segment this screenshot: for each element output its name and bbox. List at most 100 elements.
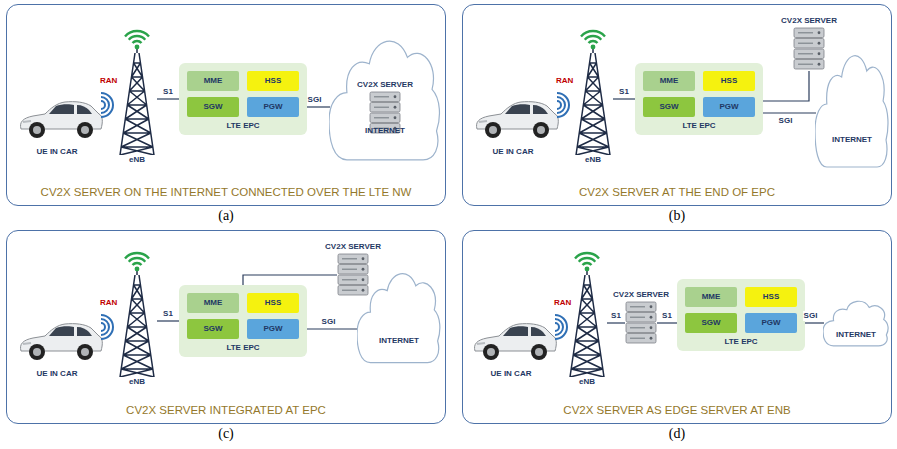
tower-illustration bbox=[117, 245, 157, 377]
epc-function-box: MME bbox=[685, 287, 737, 307]
node-label: INTERNET bbox=[329, 126, 441, 136]
vehicle-ue: UE IN CAR bbox=[471, 89, 571, 157]
link-line bbox=[157, 98, 179, 99]
scenario-panel: UE IN CAReNBMMEHSSSGWPGWLTE EPCCV2X SERV… bbox=[6, 4, 446, 206]
scenario-panel: UE IN CAReNB MME HSS SGW PGW LTE EPC INTERNET C… bbox=[6, 230, 446, 424]
node-label: INTERNET bbox=[815, 135, 889, 145]
panel-letter: (c) bbox=[6, 426, 446, 442]
node-label: SGW bbox=[203, 102, 222, 112]
node-label: HSS bbox=[265, 298, 281, 308]
node-label: CV2X SERVER bbox=[613, 290, 669, 300]
panel-letter: (b) bbox=[462, 208, 892, 224]
tower-illustration bbox=[573, 23, 613, 155]
epc-function-box: PGW bbox=[745, 313, 797, 333]
node-label: UE IN CAR bbox=[469, 369, 553, 379]
vehicle-ue: UE IN CAR bbox=[469, 311, 569, 379]
vehicle-ue: UE IN CAR bbox=[15, 311, 115, 379]
interface-label: S1 bbox=[661, 311, 673, 321]
node-label: CV2X SERVER bbox=[357, 80, 413, 90]
enb-tower: eNB bbox=[117, 23, 157, 165]
cloud-outline bbox=[815, 35, 889, 185]
node-label: SGW bbox=[659, 102, 678, 112]
epc-function-box: PGW bbox=[703, 97, 755, 117]
link-line bbox=[157, 320, 179, 321]
interface-label: S1 bbox=[618, 87, 630, 97]
interface-label: SGI bbox=[803, 311, 819, 321]
node-label: INTERNET bbox=[357, 336, 441, 346]
node-label: LTE EPC bbox=[635, 121, 763, 131]
node-label: HSS bbox=[763, 292, 779, 302]
cloud-outline bbox=[357, 257, 441, 377]
panel-caption: CV2X SERVER ON THE INTERNET CONNECTED OV… bbox=[7, 186, 445, 199]
panel-caption: CV2X SERVER AS EDGE SERVER AT ENB bbox=[463, 404, 891, 417]
epc-function-box: PGW bbox=[247, 319, 299, 339]
panel-letter: (d) bbox=[462, 426, 892, 442]
server-illustration bbox=[337, 253, 369, 297]
epc-function-box: PGW bbox=[247, 97, 299, 117]
cv2x-server: CV2X SERVER bbox=[779, 9, 839, 71]
epc-function-box: SGW bbox=[187, 97, 239, 117]
node-label: CV2X SERVER bbox=[325, 242, 381, 252]
internet-cloud: INTERNET bbox=[823, 293, 889, 353]
node-label: eNB bbox=[117, 377, 157, 387]
epc-box: MME HSS SGW PGW LTE EPC bbox=[677, 279, 805, 351]
car-illustration bbox=[471, 89, 571, 147]
ran-label: RAN bbox=[554, 298, 571, 308]
car-illustration bbox=[469, 311, 569, 369]
node-label: INTERNET bbox=[823, 330, 889, 340]
ran-label: RAN bbox=[556, 76, 573, 86]
epc-function-box: HSS bbox=[247, 293, 299, 313]
epc-box: MMEHSSSGWPGWLTE EPC bbox=[635, 63, 763, 135]
epc-function-box: MME bbox=[187, 71, 239, 91]
node-label: UE IN CAR bbox=[15, 147, 99, 157]
node-label: LTE EPC bbox=[677, 337, 805, 347]
interface-label: S1 bbox=[162, 87, 174, 97]
epc-function-box: SGW bbox=[187, 319, 239, 339]
internet-cloud: CV2X SERVER INTERNET bbox=[329, 19, 441, 179]
node-label: SGW bbox=[203, 324, 222, 334]
tower-illustration bbox=[117, 23, 157, 155]
node-label: HSS bbox=[265, 76, 281, 86]
epc-function-box: SGW bbox=[685, 313, 737, 333]
link-line bbox=[243, 275, 337, 285]
car-illustration bbox=[15, 311, 115, 369]
ran-label: RAN bbox=[100, 76, 117, 86]
panel-caption: CV2X SERVER INTEGRATED AT EPC bbox=[7, 404, 445, 417]
node-label: LTE EPC bbox=[179, 343, 307, 353]
enb-tower: eNB bbox=[573, 23, 613, 165]
epc-function-box: SGW bbox=[643, 97, 695, 117]
node-label: PGW bbox=[263, 102, 282, 112]
node-label: eNB bbox=[117, 155, 157, 165]
link-line bbox=[613, 98, 635, 99]
panel-letter: (a) bbox=[6, 208, 446, 224]
scenario-panel: UE IN CAR eNB MME HSS SGW PGW LTE EPC INTERNET C… bbox=[462, 230, 892, 424]
interface-label: SGI bbox=[778, 116, 794, 126]
server-illustration bbox=[625, 301, 657, 345]
link-line bbox=[299, 328, 358, 329]
interface-label: SGI bbox=[321, 317, 337, 327]
interface-label: S1 bbox=[610, 311, 622, 321]
node-label: PGW bbox=[761, 318, 780, 328]
node-label: eNB bbox=[567, 377, 607, 387]
vehicle-ue: UE IN CAR bbox=[15, 89, 115, 157]
enb-tower: eNB bbox=[117, 245, 157, 387]
cv2x-server: CV2X SERVER bbox=[355, 73, 415, 135]
tower-illustration bbox=[567, 245, 607, 377]
interface-label: SGI bbox=[307, 95, 323, 105]
epc-box: MME HSS SGW PGW LTE EPC bbox=[179, 285, 307, 357]
link-line bbox=[755, 71, 809, 101]
node-label: MME bbox=[702, 292, 721, 302]
internet-cloud: INTERNET bbox=[815, 35, 889, 185]
node-label: UE IN CAR bbox=[471, 147, 555, 157]
cloud-outline bbox=[823, 293, 889, 353]
ran-label: RAN bbox=[100, 298, 117, 308]
epc-function-box: MME bbox=[187, 293, 239, 313]
node-label: PGW bbox=[263, 324, 282, 334]
node-label: eNB bbox=[573, 155, 613, 165]
epc-function-box: HSS bbox=[745, 287, 797, 307]
node-label: SGW bbox=[701, 318, 720, 328]
scenario-panel: UE IN CAReNBMMEHSSSGWPGWLTE EPCINTERNETC… bbox=[462, 4, 892, 206]
link-line bbox=[755, 112, 816, 113]
panel-caption: CV2X SERVER AT THE END OF EPC bbox=[463, 186, 891, 199]
